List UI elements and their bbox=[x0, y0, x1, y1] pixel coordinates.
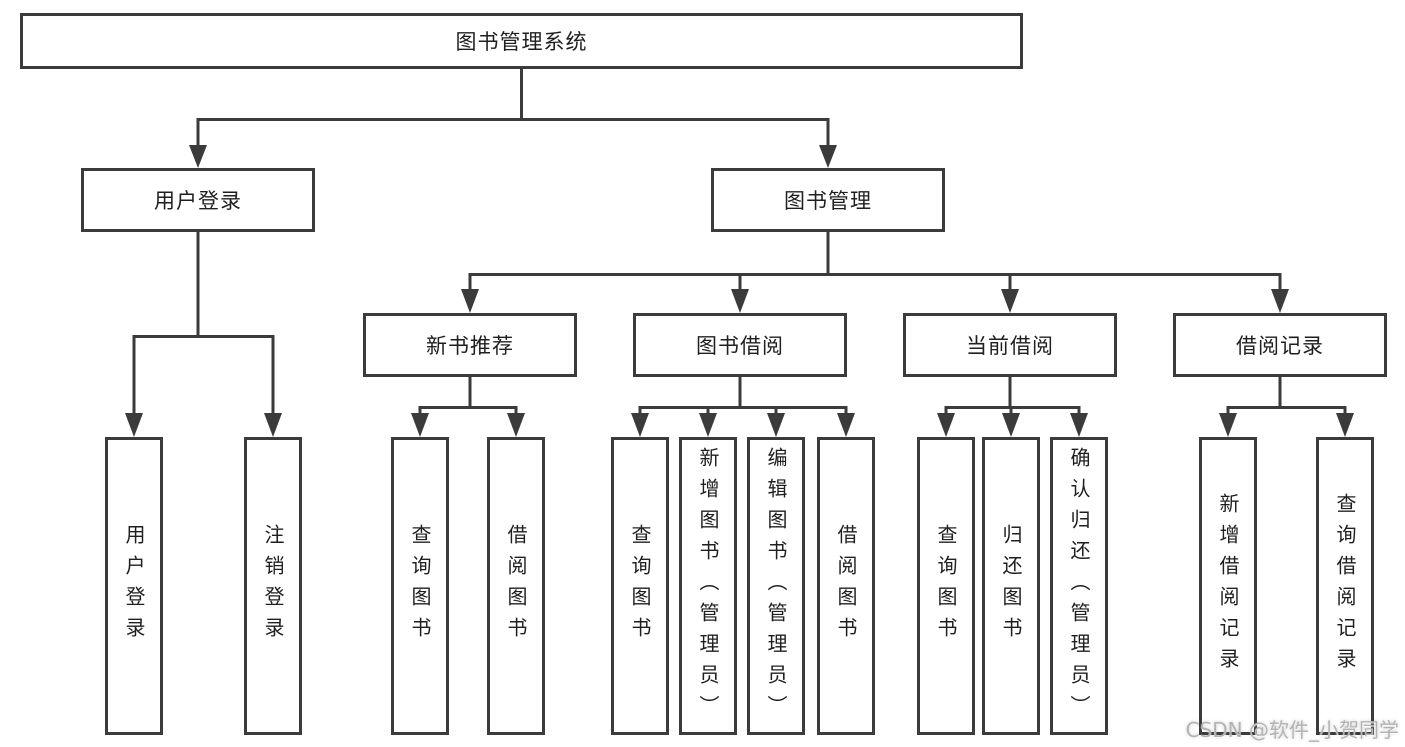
node-label: 借阅记录 bbox=[1236, 334, 1324, 358]
connector-root-to-level2 bbox=[189, 69, 837, 168]
leaf-return-book: 归还图书 bbox=[982, 437, 1040, 735]
arrowhead-icon bbox=[731, 289, 749, 313]
node-new-book-recommend: 新书推荐 bbox=[363, 313, 577, 377]
node-label: 图书管理系统 bbox=[455, 30, 588, 54]
leaf-query-borrow-record: 查询借阅记录 bbox=[1316, 437, 1374, 735]
node-label: 用户登录 bbox=[122, 524, 146, 648]
leaf-add-borrow-record: 新增借阅记录 bbox=[1199, 437, 1257, 735]
connector-line bbox=[196, 69, 830, 146]
node-label: 新增借阅记录 bbox=[1216, 493, 1240, 679]
arrowhead-icon bbox=[1002, 413, 1020, 437]
node-label: 归还图书 bbox=[999, 524, 1023, 648]
leaf-add-book-admin: 新增图书（管理员） bbox=[679, 437, 737, 735]
arrowhead-icon bbox=[1070, 413, 1088, 437]
connector-book-management-to-level3 bbox=[461, 232, 1289, 313]
node-label: 查询图书 bbox=[408, 524, 432, 648]
node-label: 用户登录 bbox=[154, 189, 242, 213]
node-label: 借阅图书 bbox=[834, 524, 858, 648]
connector-line bbox=[132, 232, 275, 414]
leaf-query-books-recommend: 查询图书 bbox=[391, 437, 449, 735]
arrowhead-icon bbox=[631, 413, 649, 437]
node-user-login: 用户登录 bbox=[81, 168, 315, 232]
arrowhead-icon bbox=[699, 413, 717, 437]
node-label: 编辑图书（管理员） bbox=[764, 446, 788, 726]
arrowhead-icon bbox=[507, 413, 525, 437]
node-library-management-system: 图书管理系统 bbox=[20, 13, 1023, 69]
leaf-borrow-books: 借阅图书 bbox=[817, 437, 875, 735]
arrowhead-icon bbox=[125, 413, 143, 437]
connector-user-login-to-leaves bbox=[125, 232, 282, 437]
csdn-watermark: CSDN @软件_小贺同学 bbox=[1185, 718, 1399, 742]
arrowhead-icon bbox=[1001, 289, 1019, 313]
node-label: 注销登录 bbox=[261, 524, 285, 648]
node-label: 确认归还（管理员） bbox=[1067, 446, 1091, 726]
leaf-confirm-return-admin: 确认归还（管理员） bbox=[1050, 437, 1108, 735]
node-label: 图书管理 bbox=[784, 189, 872, 213]
node-current-borrow: 当前借阅 bbox=[903, 313, 1117, 377]
connector-line bbox=[418, 377, 518, 414]
node-label: 新书推荐 bbox=[426, 334, 514, 358]
connector-book-borrow-to-leaves bbox=[631, 377, 855, 437]
leaf-query-books-current: 查询图书 bbox=[917, 437, 975, 735]
connector-new-book-to-leaves bbox=[411, 377, 525, 437]
connector-current-borrow-to-leaves bbox=[937, 377, 1088, 437]
node-label: 查询借阅记录 bbox=[1333, 493, 1357, 679]
node-book-borrow: 图书借阅 bbox=[633, 313, 847, 377]
node-label: 借阅图书 bbox=[504, 524, 528, 648]
leaf-borrow-books-recommend: 借阅图书 bbox=[487, 437, 545, 735]
arrowhead-icon bbox=[819, 145, 837, 168]
leaf-edit-book-admin: 编辑图书（管理员） bbox=[747, 437, 805, 735]
arrowhead-icon bbox=[189, 145, 207, 168]
leaf-user-login: 用户登录 bbox=[105, 437, 163, 735]
arrowhead-icon bbox=[264, 413, 282, 437]
connector-line bbox=[944, 377, 1081, 414]
connector-line bbox=[1226, 377, 1347, 414]
arrowhead-icon bbox=[1271, 289, 1289, 313]
node-label: 图书借阅 bbox=[696, 334, 784, 358]
node-label: 当前借阅 bbox=[966, 334, 1054, 358]
connector-line bbox=[638, 377, 848, 414]
leaf-query-books-borrow: 查询图书 bbox=[611, 437, 669, 735]
arrowhead-icon bbox=[1336, 413, 1354, 437]
node-borrow-records: 借阅记录 bbox=[1173, 313, 1387, 377]
arrowhead-icon bbox=[767, 413, 785, 437]
node-label: 查询图书 bbox=[628, 524, 652, 648]
connector-line bbox=[468, 232, 1282, 290]
arrowhead-icon bbox=[461, 289, 479, 313]
node-label: 查询图书 bbox=[934, 524, 958, 648]
arrowhead-icon bbox=[837, 413, 855, 437]
arrowhead-icon bbox=[1219, 413, 1237, 437]
node-label: 新增图书（管理员） bbox=[696, 446, 720, 726]
arrowhead-icon bbox=[937, 413, 955, 437]
connector-borrow-records-to-leaves bbox=[1219, 377, 1354, 437]
node-book-management: 图书管理 bbox=[711, 168, 945, 232]
leaf-logout: 注销登录 bbox=[244, 437, 302, 735]
arrowhead-icon bbox=[411, 413, 429, 437]
